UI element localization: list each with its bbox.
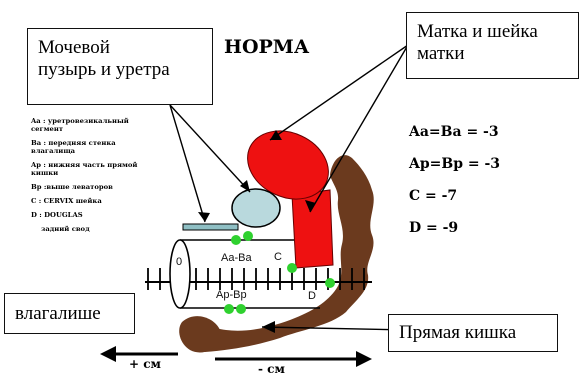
callout-rectum: Прямая кишка [388, 314, 558, 352]
arrow-left-head [100, 346, 116, 362]
callout-uterus-line2: матки [417, 43, 568, 65]
callout-rectum-label: Прямая кишка [399, 322, 547, 344]
legend: Aa : уретровезикальный сегмент Ba : пере… [31, 117, 161, 239]
callout-bladder-line1: Мочевой [38, 37, 202, 59]
label-aa-ba: Aa-Ba [221, 252, 252, 264]
legend-item-aa: Aa : уретровезикальный сегмент [31, 117, 161, 133]
point-ba [243, 231, 253, 241]
point-c [287, 263, 297, 273]
label-c: C [274, 251, 282, 263]
page-title: НОРМА [224, 36, 309, 58]
axis-plus-cm: + см [129, 357, 161, 371]
bladder-shape [232, 189, 280, 227]
callout-vagina-label: влагалише [15, 303, 124, 325]
callout-bladder: Мочевой пузырь и уретра [27, 28, 213, 105]
value-d: D = -9 [409, 220, 500, 252]
point-bp [236, 304, 246, 314]
legend-item-ba: Ba : передняя стенка влагалища [31, 139, 161, 155]
label-d: D [308, 290, 316, 302]
value-aa-ba: Aa=Ba = -3 [409, 124, 500, 156]
callout-bladder-line2: пузырь и уретра [38, 59, 202, 81]
label-ap-bp: Ap-Bp [216, 289, 247, 301]
label-zero: 0 [176, 256, 182, 268]
urethra-platform [183, 224, 238, 230]
value-c: C = -7 [409, 188, 500, 220]
legend-item-d: D : DOUGLAS [31, 211, 161, 219]
measurement-values: Aa=Ba = -3 Ap=Bp = -3 C = -7 D = -9 [409, 124, 500, 252]
point-ap [224, 304, 234, 314]
legend-item-bp: Bp :выше леваторов [31, 183, 161, 191]
callout-vagina: влагалише [4, 293, 135, 334]
rectum-tail [179, 316, 221, 352]
callout-uterus: Матка и шейка матки [406, 12, 579, 79]
legend-item-d-desc: задний свод [31, 225, 161, 233]
axis-minus-cm: - см [258, 362, 285, 376]
arrow-right-head [356, 351, 372, 367]
value-ap-bp: Ap=Bp = -3 [409, 156, 500, 188]
point-d [325, 278, 335, 288]
point-aa [231, 235, 241, 245]
callout-uterus-line1: Матка и шейка [417, 21, 568, 43]
legend-item-ap: Ap : нижняя часть прямой кишки [31, 161, 161, 177]
cervix-shape [292, 190, 333, 268]
legend-item-c: C : CERVIX шейка [31, 197, 161, 205]
